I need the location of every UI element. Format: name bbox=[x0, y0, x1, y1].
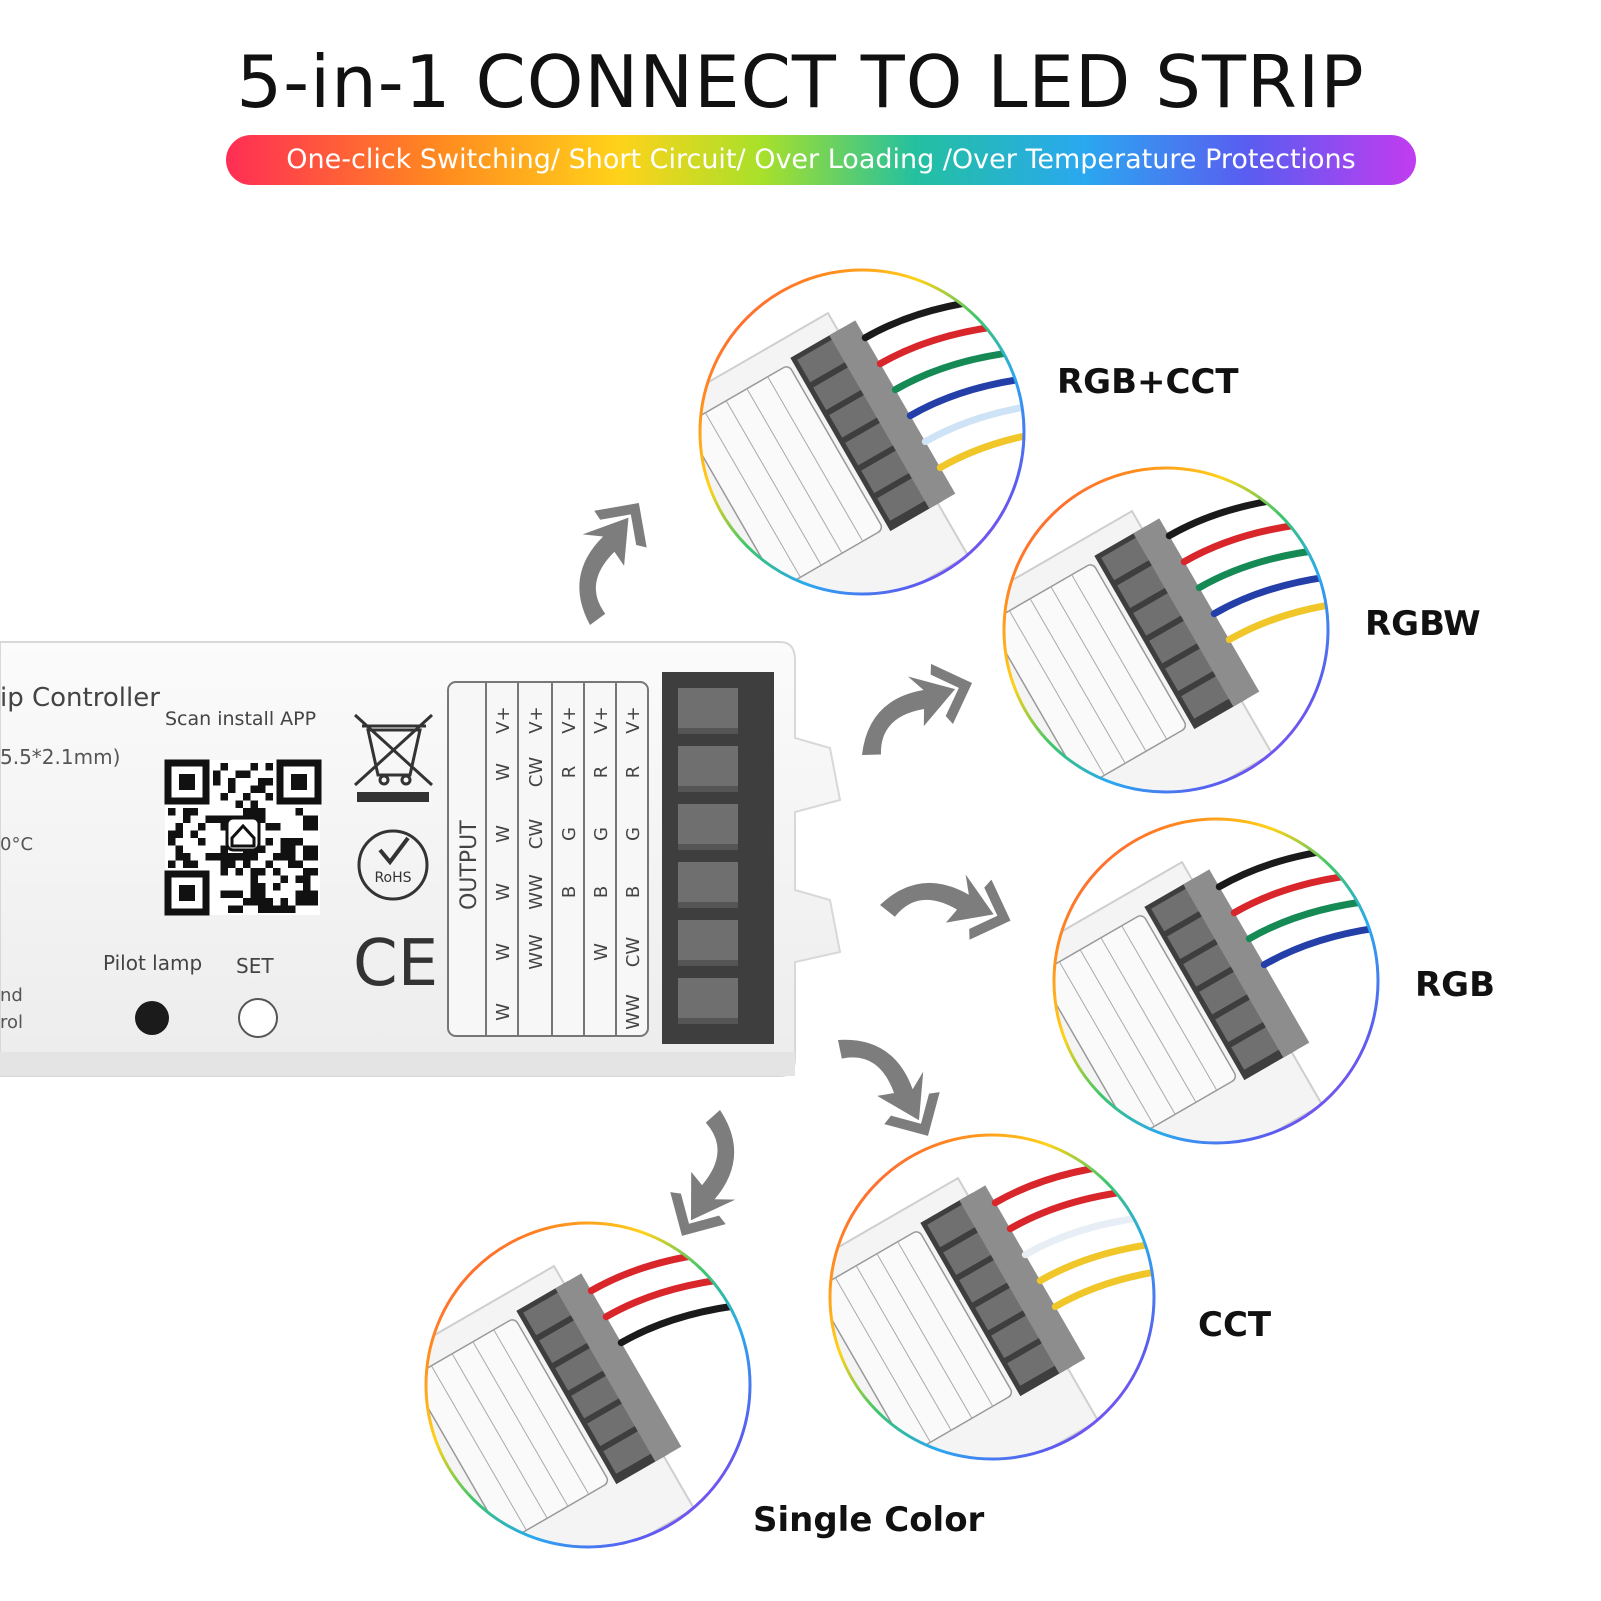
terminal-pin-label: B bbox=[623, 886, 644, 898]
terminal-slot bbox=[678, 746, 738, 790]
output-label-table: OUTPUT V+WWWWWV+CWCWWWWWV+RGBV+RGBWV+RGB… bbox=[447, 681, 649, 1037]
terminal-pin-label: B bbox=[559, 886, 580, 898]
ce-mark: CE bbox=[353, 927, 438, 1001]
curved-arrow-icon bbox=[579, 502, 647, 625]
terminal-pin-label: WW bbox=[526, 934, 547, 970]
terminal-pin-label: V+ bbox=[591, 706, 612, 733]
device-spec-text: 5.5*2.1mm) bbox=[0, 745, 120, 769]
terminal-pin-label: R bbox=[559, 766, 580, 779]
curved-arrow-icon bbox=[880, 874, 1011, 940]
device-fragment-1: nd bbox=[0, 985, 23, 1006]
terminal-pin-label: V+ bbox=[623, 706, 644, 733]
mode-label-rgbw: RGBW bbox=[1365, 604, 1481, 644]
curved-arrow-icon bbox=[838, 1039, 940, 1136]
mode-circle bbox=[698, 268, 1026, 596]
mode-circle bbox=[828, 1133, 1156, 1461]
mode-label-cct: CCT bbox=[1198, 1305, 1272, 1345]
controller-device: ip Controller 5.5*2.1mm) 0°C nd rol Scan… bbox=[0, 641, 842, 1077]
terminal-pin-label: WW bbox=[526, 874, 547, 910]
terminal-pin-label: W bbox=[591, 943, 612, 961]
terminal-slot bbox=[678, 862, 738, 906]
terminal-pin-label: W bbox=[493, 825, 514, 843]
page-title: 5-in-1 CONNECT TO LED STRIP bbox=[236, 40, 1365, 124]
mode-label-single-color: Single Color bbox=[753, 1500, 985, 1540]
terminal-slot bbox=[678, 804, 738, 848]
terminal-pin-label: WW bbox=[623, 994, 644, 1030]
terminal-slot bbox=[678, 920, 738, 964]
terminal-block bbox=[662, 672, 774, 1044]
terminal-pin-label: W bbox=[493, 763, 514, 781]
terminal-pin-label: R bbox=[591, 766, 612, 779]
terminal-pin-label: V+ bbox=[526, 706, 547, 733]
terminal-pin-label: V+ bbox=[493, 706, 514, 733]
terminal-pin-label: W bbox=[493, 943, 514, 961]
terminal-pin-label: CW bbox=[526, 819, 547, 850]
terminal-pin-label: CW bbox=[623, 937, 644, 968]
curved-arrow-icon bbox=[862, 663, 973, 755]
terminal-pin-label: CW bbox=[526, 757, 547, 788]
device-name-text: ip Controller bbox=[0, 683, 160, 713]
device-fragment-2: rol bbox=[0, 1012, 23, 1033]
rohs-text: RoHS bbox=[374, 870, 411, 886]
terminal-pin-label: W bbox=[493, 883, 514, 901]
mode-label-rgb: RGB bbox=[1415, 965, 1496, 1005]
terminal-slot bbox=[678, 688, 738, 732]
output-label: OUTPUT bbox=[457, 820, 482, 910]
terminal-pin-label: G bbox=[623, 827, 644, 841]
set-label: SET bbox=[236, 954, 274, 978]
terminal-slot bbox=[678, 978, 738, 1022]
qr-code bbox=[164, 759, 322, 916]
rohs-icon: RoHS bbox=[357, 829, 429, 901]
terminal-pin-label: B bbox=[591, 886, 612, 898]
mode-label-rgbcct: RGB+CCT bbox=[1057, 362, 1239, 402]
pilot-lamp-label: Pilot lamp bbox=[103, 951, 202, 975]
feature-banner: One-click Switching/ Short Circuit/ Over… bbox=[226, 135, 1416, 185]
mode-circle bbox=[424, 1221, 752, 1549]
curved-arrow-icon bbox=[670, 1110, 736, 1236]
terminal-pin-label: R bbox=[623, 766, 644, 779]
device-temp-text: 0°C bbox=[0, 834, 33, 855]
pilot-lamp bbox=[135, 1001, 169, 1035]
weee-bin-icon bbox=[353, 713, 434, 802]
mode-circle bbox=[1052, 817, 1380, 1145]
terminal-pin-label: V+ bbox=[559, 706, 580, 733]
terminal-pin-label: W bbox=[493, 1003, 514, 1021]
mode-circle bbox=[1002, 466, 1330, 794]
terminal-pin-label: G bbox=[559, 827, 580, 841]
direction-arrows bbox=[579, 502, 1011, 1236]
set-button[interactable] bbox=[238, 998, 278, 1038]
terminal-pin-label: G bbox=[591, 827, 612, 841]
scan-install-label: Scan install APP bbox=[165, 708, 316, 730]
